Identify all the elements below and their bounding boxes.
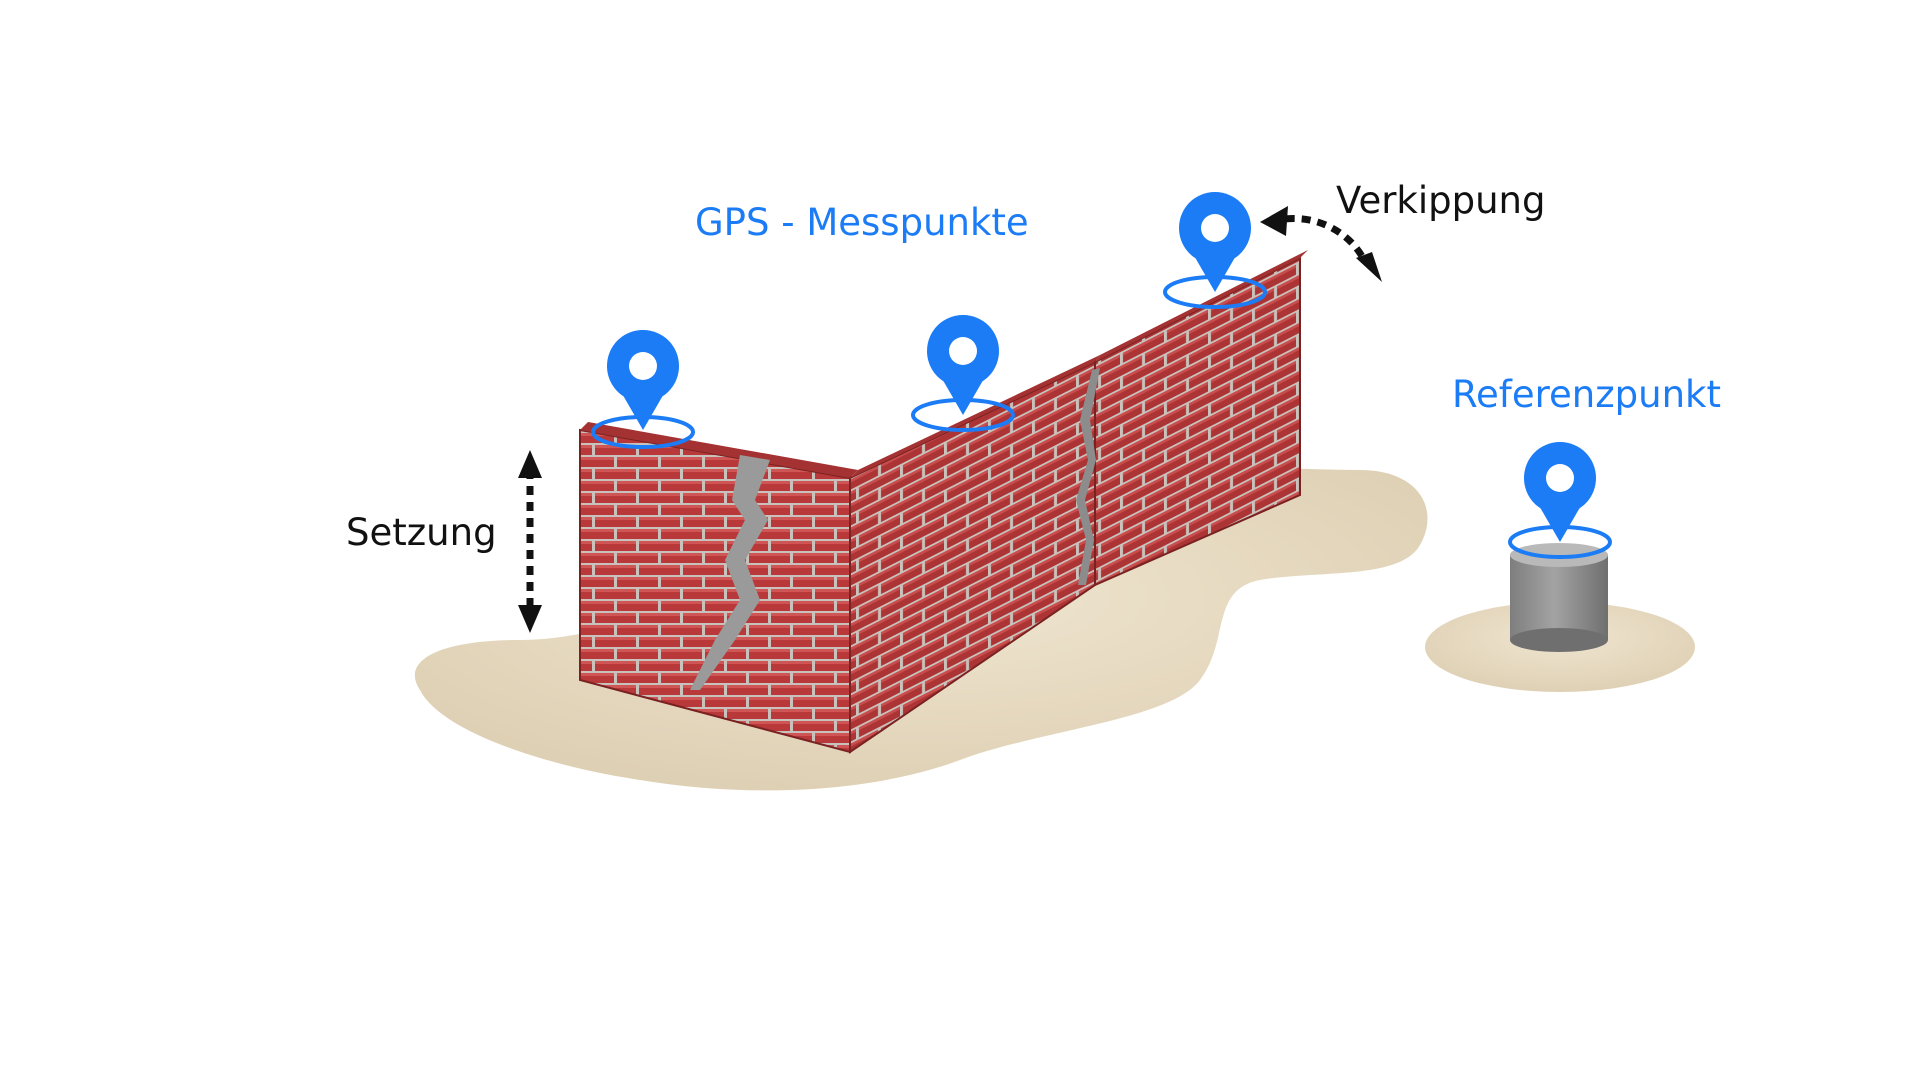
crack-gap — [1076, 368, 1100, 585]
tilt-label: Verkippung — [1336, 179, 1546, 222]
reference-point-label: Referenzpunkt — [1452, 373, 1721, 416]
double-arrow-vertical-icon — [518, 450, 542, 633]
settlement-label: Setzung — [346, 511, 497, 554]
crack-left — [690, 455, 770, 690]
wall-left — [579, 422, 858, 754]
gps-points-label: GPS - Messpunkte — [695, 201, 1029, 244]
reference-cylinder — [1510, 543, 1608, 652]
curved-double-arrow-icon — [1260, 206, 1382, 282]
map-pin-icon — [607, 330, 679, 430]
reference-marker — [1508, 442, 1612, 559]
